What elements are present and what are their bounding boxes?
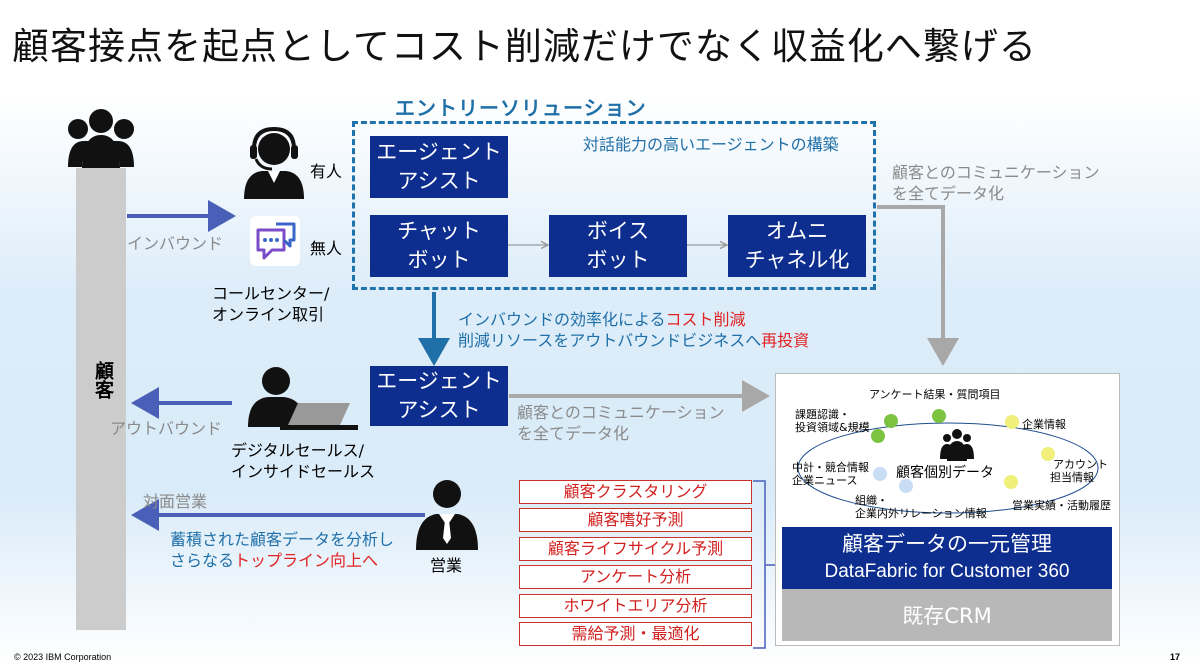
people-group-icon (940, 429, 974, 461)
org-label-2: 企業内外リレーション情報 (855, 507, 987, 520)
omnichannel-line2: チャネル化 (744, 248, 850, 272)
analytics-item: ホワイトエリア分析 (519, 594, 752, 618)
agent-assist-box: エージェント アシスト (370, 136, 508, 198)
account-label-2: 担当情報 (1050, 471, 1094, 484)
news-label-2: 企業ニュース (792, 474, 858, 487)
salesperson-icon (416, 480, 478, 550)
analytics-item: 需給予測・最適化 (519, 622, 752, 646)
efficiency-line1: インバウンドの効率化によるコスト削減 (458, 309, 746, 330)
customer-label: 顧客 (92, 361, 114, 399)
omnichannel-line1: オムニ (765, 219, 829, 243)
company-label: 企業情報 (1022, 418, 1066, 431)
digital-sales-line1: デジタルセールス/ (231, 441, 365, 460)
headset-person-icon (244, 126, 304, 199)
sales-text2-a: さらなる (170, 551, 235, 570)
voicebot-box: ボイス ボット (549, 215, 687, 277)
unified-data-box: 顧客データの一元管理 DataFabric for Customer 360 (782, 527, 1112, 589)
agent-assist2-line1: エージェント (376, 369, 502, 393)
customer-data-center-label: 顧客個別データ (896, 465, 994, 481)
face-to-face-label: 対面営業 (143, 492, 208, 511)
crm-box: 既存CRM (782, 589, 1112, 641)
entry-solution-box (352, 121, 876, 290)
outbound-label: アウトバウンド (110, 419, 223, 438)
issues-label-1: 課題認識・ (795, 408, 850, 421)
unmanned-label: 無人 (310, 239, 343, 258)
reinvestment-text: 再投資 (761, 331, 810, 350)
efficiency-line1-a: インバウンドの効率化による (458, 310, 666, 329)
comm-data-mid-line1: 顧客とのコミュニケーション (517, 403, 725, 422)
sales-record-label: 営業実績・活動履歴 (1012, 499, 1111, 512)
comm-data-mid-line2: を全てデータ化 (517, 424, 630, 443)
agent-assist-line2: アシスト (397, 169, 481, 193)
analytics-item: 顧客クラスタリング (519, 480, 752, 504)
customer-bar (76, 168, 126, 630)
unified-data-line1: 顧客データの一元管理 (842, 532, 1052, 556)
agent-assist-box-2: エージェント アシスト (370, 366, 508, 426)
org-label-1: 組織・ (855, 494, 888, 507)
page-number: 17 (1170, 652, 1181, 662)
unified-data-line2: DataFabric for Customer 360 (824, 561, 1070, 582)
comm-data-top-line2: を全てデータ化 (892, 184, 1005, 203)
efficiency-line2-a: 削減リソースをアウトバウンドビジネスへ (458, 331, 762, 350)
voicebot-line1: ボイス (586, 219, 650, 243)
analytics-item: アンケート分析 (519, 565, 752, 589)
callcenter-caption-1: コールセンター/ (212, 284, 330, 303)
news-label-1: 中計・競合情報 (792, 461, 869, 474)
omnichannel-box: オムニ チャネル化 (728, 215, 866, 277)
sales-label: 営業 (430, 556, 463, 575)
laptop-person-icon (248, 367, 358, 430)
inbound-label: インバウンド (127, 234, 224, 253)
page-title: 顧客接点を起点としてコスト削減だけでなく収益化へ繋げる (12, 25, 1037, 68)
sales-text-line1: 蓄積された顧客データを分析し (170, 530, 395, 549)
comm-data-top-arrow (877, 205, 959, 366)
account-label-1: アカウント (1053, 458, 1108, 471)
chatbot-line1: チャット (397, 219, 481, 243)
efficiency-line2: 削減リソースをアウトバウンドビジネスへ再投資 (458, 330, 809, 351)
analytics-bracket (753, 480, 766, 649)
analytics-item: 顧客嗜好予測 (519, 508, 752, 532)
cost-reduction-text: コスト削減 (665, 310, 746, 329)
comm-data-top-line1: 顧客とのコミュニケーション (892, 163, 1100, 182)
issues-label-2: 投資領域&規模 (795, 421, 870, 434)
chat-bubble-icon (250, 216, 300, 266)
customer-data-ellipse (797, 409, 1099, 514)
agent-assist-line1: エージェント (376, 140, 502, 164)
digital-sales-line2: インサイドセールス (231, 462, 376, 481)
chatbot-box: チャット ボット (370, 215, 508, 277)
manned-label: 有人 (310, 162, 343, 181)
voicebot-line2: ボット (586, 248, 650, 272)
customers-group-icon (68, 109, 134, 169)
topline-text: トップライン向上へ (234, 551, 379, 570)
sales-text-line2: さらなるトップライン向上へ (170, 550, 378, 571)
copyright: © 2023 IBM Corporation (14, 652, 112, 662)
analytics-item: 顧客ライフサイクル予測 (519, 537, 752, 561)
survey-label: アンケート結果・質問項目 (869, 388, 1001, 401)
callcenter-caption-2: オンライン取引 (212, 305, 325, 324)
entry-solution-subtitle: 対話能力の高いエージェントの構築 (583, 135, 839, 154)
agent-assist2-line2: アシスト (397, 398, 481, 422)
entry-solution-title: エントリーソリューション (395, 96, 647, 120)
chatbot-line2: ボット (407, 248, 471, 272)
